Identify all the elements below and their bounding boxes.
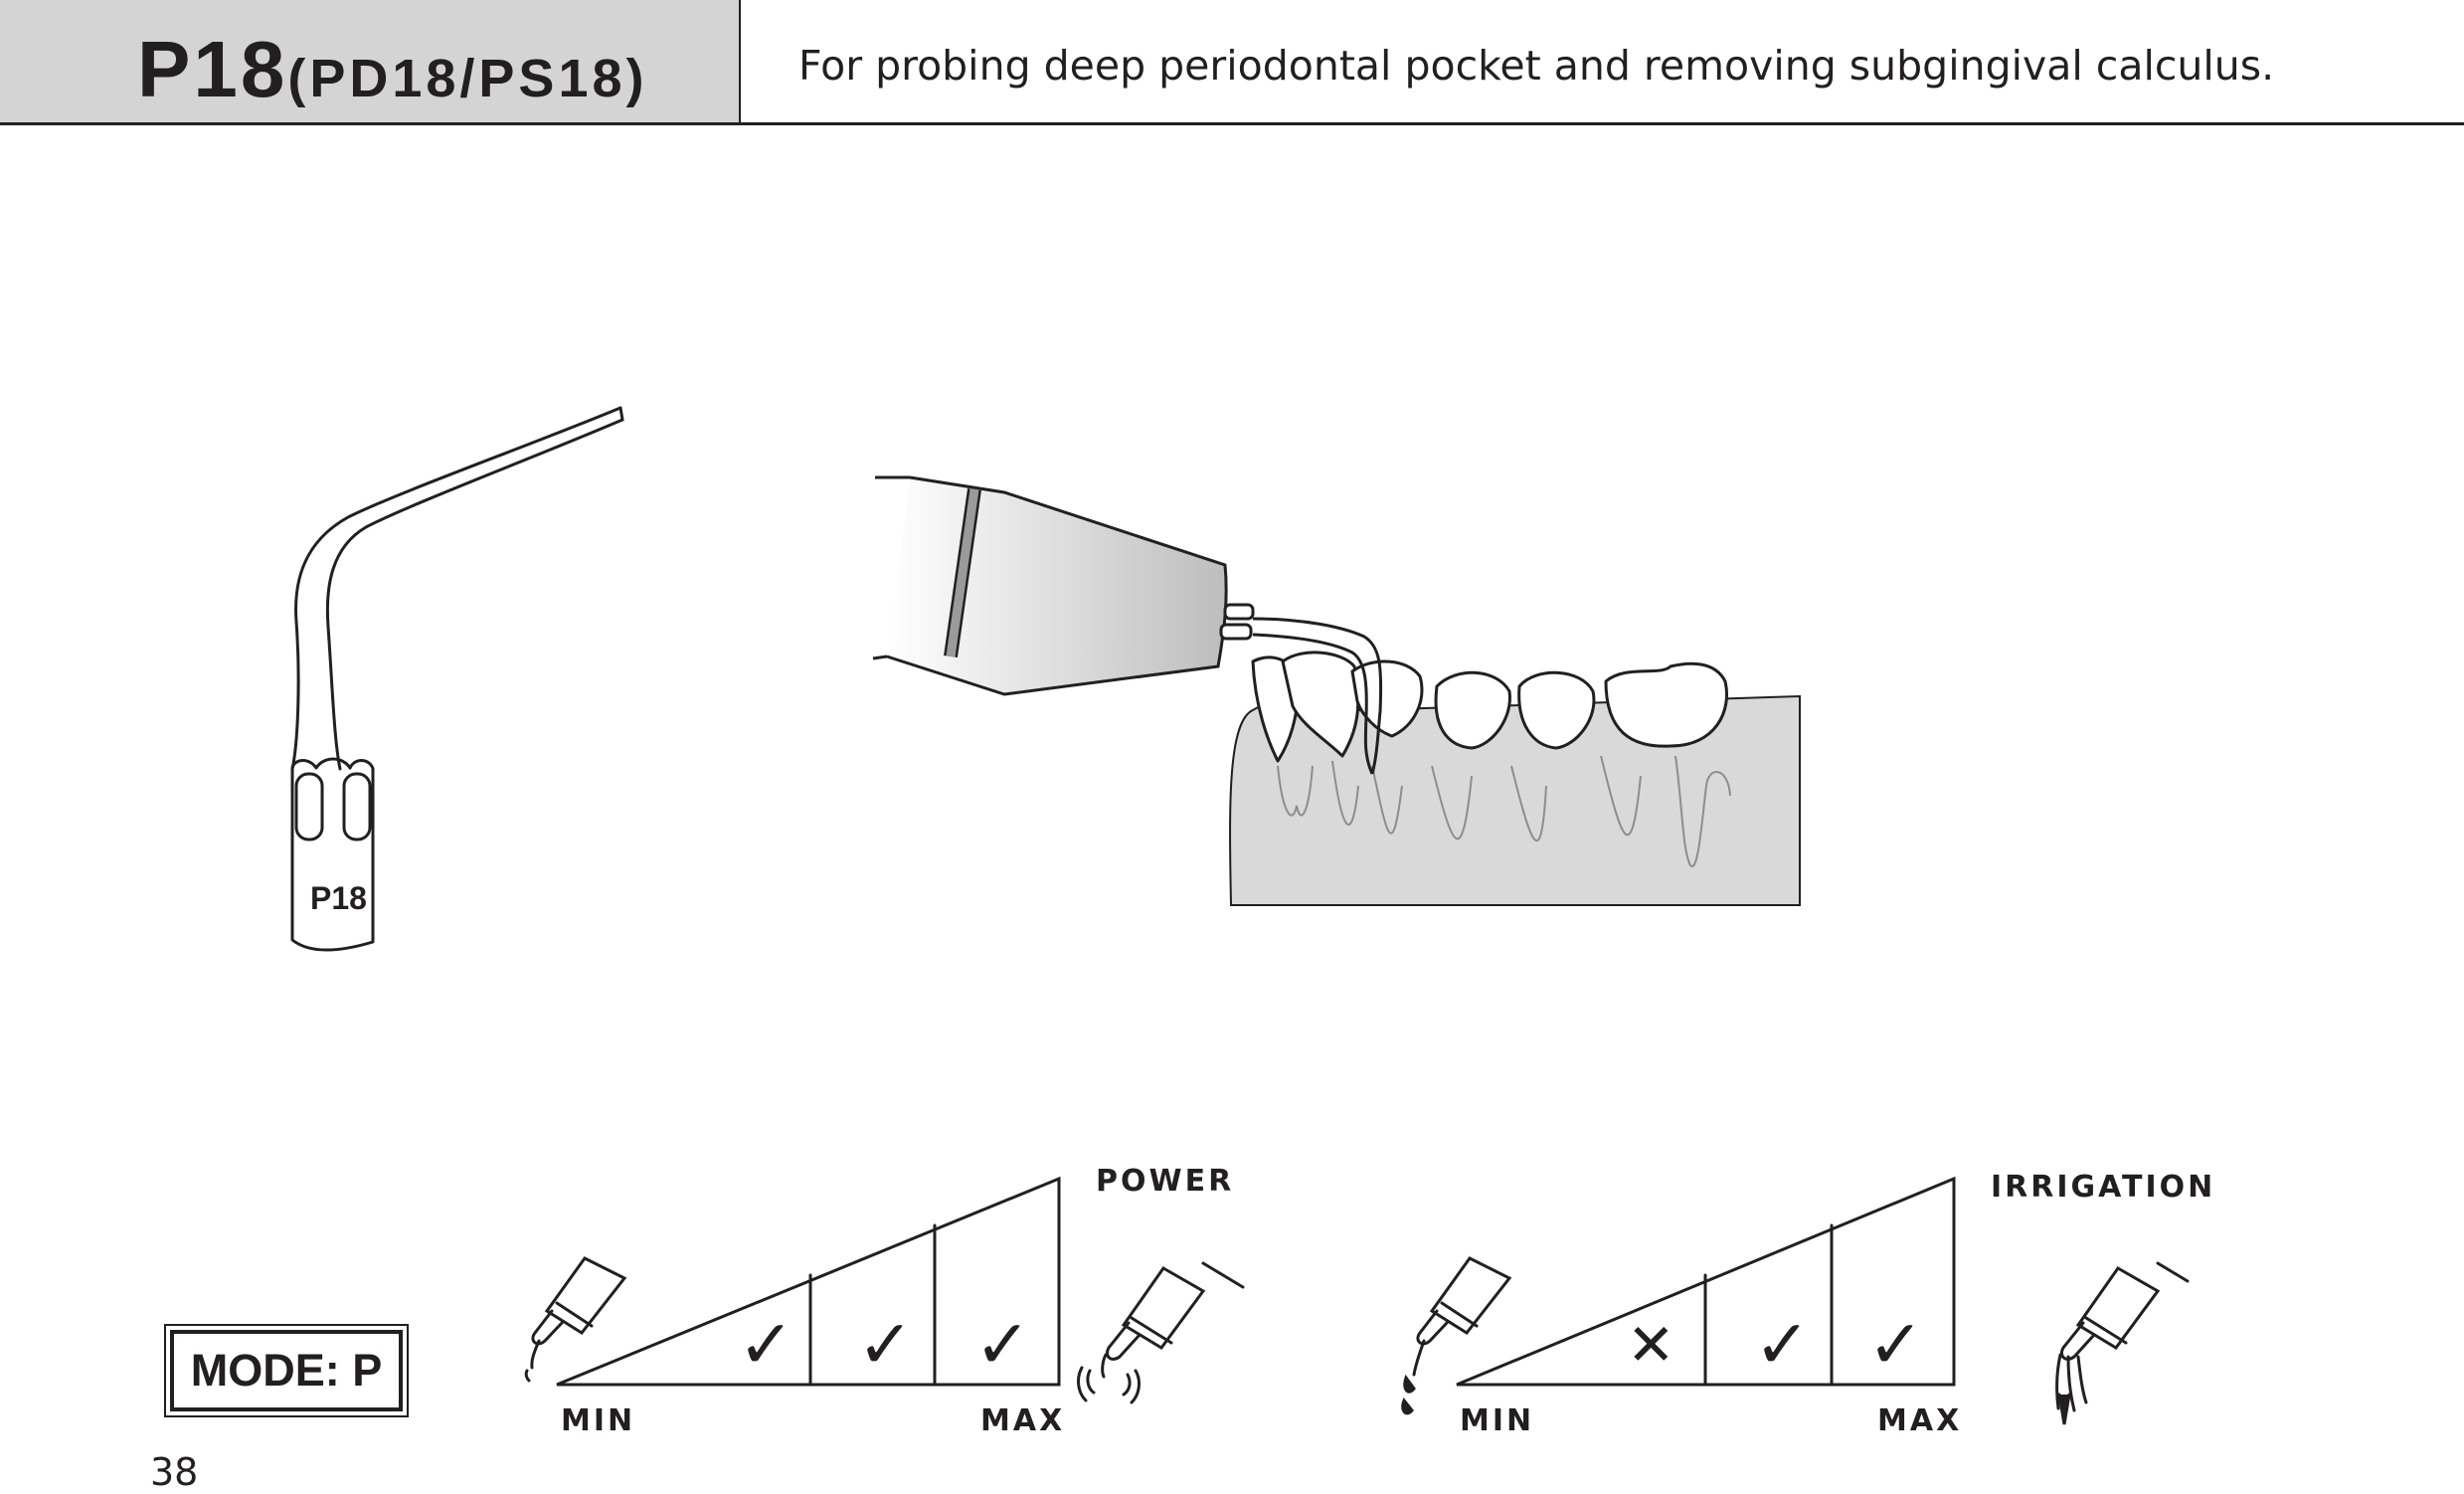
page-number: 38: [150, 1450, 199, 1494]
irrigation-scale: ✕ ✓ ✓ MIN MAX IRRIGATION: [1401, 1170, 2212, 1438]
header-title-panel: [0, 0, 741, 123]
power-level-1-mark: ✓: [738, 1306, 794, 1385]
header-rule: [0, 122, 2464, 125]
power-level-3-mark: ✓: [974, 1306, 1031, 1385]
power-min-label: MIN: [561, 1403, 635, 1438]
irrigation-level-1-mark: ✕: [1627, 1311, 1675, 1379]
power-level-2-mark: ✓: [857, 1306, 914, 1385]
irrigation-level-2-mark: ✓: [1754, 1306, 1811, 1385]
power-max-label: MAX: [980, 1403, 1065, 1438]
mode-badge: MODE: P: [164, 1324, 409, 1417]
irrigation-max-label: MAX: [1877, 1403, 1962, 1438]
page-title: P18(PD18/PS18): [137, 20, 648, 128]
irrigation-min-label: MIN: [1460, 1403, 1534, 1438]
irrigation-level-3-mark: ✓: [1867, 1306, 1924, 1385]
power-title: POWER: [1096, 1164, 1234, 1199]
irrigation-title: IRRIGATION: [1991, 1170, 2215, 1205]
power-scale: ✓ ✓ ✓ MIN MAX POWER: [524, 1164, 1245, 1438]
tip-model-label: P18: [310, 880, 367, 916]
model-variants: (PD18/PS18): [287, 49, 648, 108]
scaler-tip-illustration: P18: [290, 406, 624, 952]
tip-description: For probing deep periodontal pocket and …: [798, 42, 2275, 90]
model-code: P18: [137, 25, 288, 113]
handpiece-treatment-illustration: [872, 475, 1801, 906]
